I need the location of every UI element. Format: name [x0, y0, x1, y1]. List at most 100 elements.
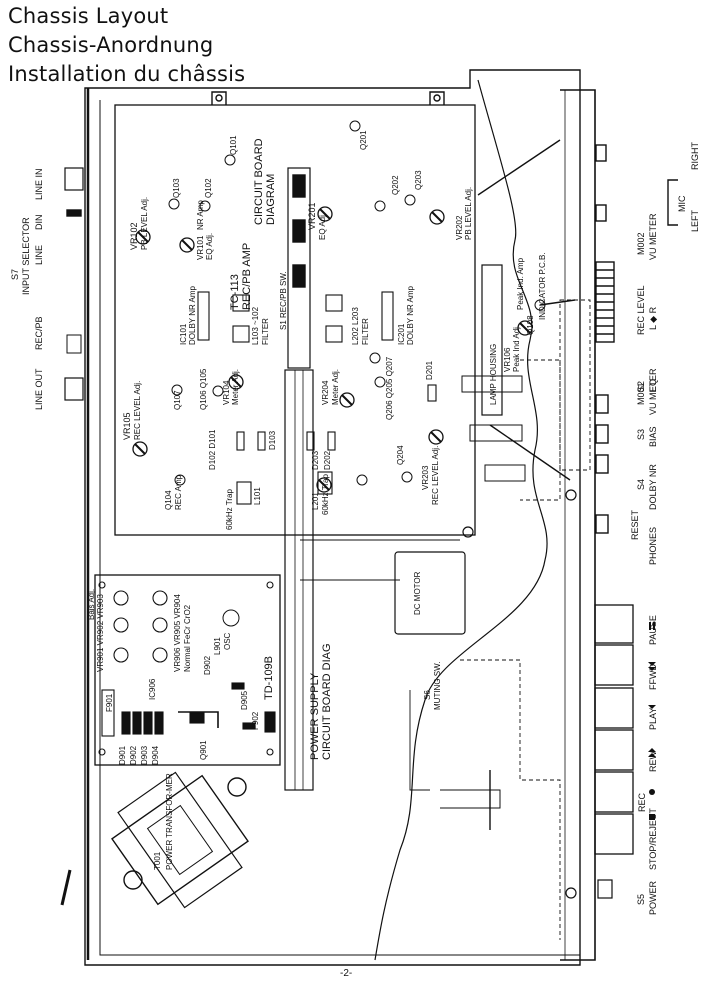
- reset-label: RESET: [630, 509, 640, 540]
- q106-label: Q106 Q105: [199, 368, 208, 410]
- d102-label: D102 D101: [208, 429, 217, 470]
- transistors: [168, 120, 546, 627]
- vr101-sub: EQ Adj.: [205, 233, 214, 260]
- s1-label: S1 REC/PB SW.: [279, 271, 288, 330]
- power-transformer: [111, 771, 249, 909]
- power-label: POWER: [648, 880, 658, 915]
- ic201-sub: DOLBY NR Amp: [406, 285, 415, 345]
- front-panel-labels: M002 VU METER MIC RIGHT LEFT REC LEVEL L…: [630, 142, 700, 916]
- vr201-sub: EQ Adj.: [318, 213, 327, 240]
- m001-sub: VU METER: [648, 368, 658, 415]
- q104-sub: REC Amp: [174, 474, 183, 510]
- vr203-sub: REC LEVEL Adj.: [431, 446, 440, 505]
- m001-label: M001: [636, 382, 646, 405]
- d905-label: D905: [240, 690, 249, 710]
- d201-label: D201: [425, 360, 434, 380]
- line-label: LINE: [34, 245, 44, 265]
- m002-label: M002: [636, 232, 646, 255]
- s5-label: S5: [636, 894, 646, 905]
- ic101-label: IC101: [179, 323, 188, 345]
- mic-label: MIC: [677, 195, 687, 212]
- power-board-label-1: TD-109B: [263, 656, 275, 700]
- vr203-label: VR203: [421, 465, 430, 490]
- rew-icon: [648, 748, 656, 752]
- trimmer-icons: [132, 206, 533, 493]
- chassis-outline: [84, 69, 581, 966]
- l202-label: L202 L203: [351, 307, 360, 345]
- button-rew[interactable]: [594, 729, 634, 771]
- l901-sub: OSC: [223, 632, 232, 650]
- vr201-label: VR201: [307, 202, 317, 230]
- s6-sub: MUTING SW.: [433, 662, 442, 710]
- l-r-label: L ◆ R: [648, 306, 658, 330]
- q204-label: Q204: [396, 445, 405, 465]
- din-label: DIN: [34, 215, 44, 231]
- lamp-housing-label: LAMP HOUSING: [489, 344, 498, 405]
- power-switch[interactable]: [597, 879, 613, 899]
- q103-label: Q103: [172, 178, 181, 198]
- q108-label: Q108: [526, 315, 535, 335]
- ic906-label: IC906: [148, 678, 157, 700]
- dc-motor-label: DC MOTOR: [413, 571, 422, 615]
- q201-label: Q201: [359, 130, 368, 150]
- indicator-pcb-label: INDICATOR P.C.B.: [538, 252, 547, 320]
- vr204-label: VR204: [321, 380, 330, 405]
- vr105-label: VR105: [122, 412, 132, 440]
- button-ffwd[interactable]: [594, 644, 634, 686]
- q206-label: Q206 Q205 Q207: [385, 356, 394, 420]
- front-panel: [560, 89, 596, 961]
- power-board-label-3: CIRCUIT BOARD DIAG: [321, 643, 333, 760]
- vr102-sub: PB LEVEL Adj.: [140, 197, 149, 250]
- vr104-sub: Meter Adj.: [231, 369, 240, 405]
- vr106-label: VR106: [503, 347, 512, 372]
- phones-label: PHONES: [648, 527, 658, 565]
- line-in-label: LINE IN: [34, 168, 44, 200]
- dc-motor: [394, 551, 466, 635]
- ic101-sub: DOLBY NR Amp: [188, 285, 197, 345]
- l201-label: L201: [311, 492, 320, 510]
- vr202-label: VR202: [455, 215, 464, 240]
- stop-icon: [649, 814, 655, 820]
- q104-label: Q104: [164, 490, 173, 510]
- ffwd-label: FFWD: [648, 664, 658, 690]
- t001-label: T001: [153, 851, 162, 870]
- vr901-sub: Bais Adj.: [87, 589, 96, 620]
- button-stop[interactable]: [594, 813, 634, 855]
- title-french: Installation du châssis: [8, 62, 246, 86]
- d103-label: D103: [268, 430, 277, 450]
- s2-label: S2: [636, 381, 646, 392]
- ic101: [197, 291, 210, 341]
- rec-pb-label: REC/PB: [34, 316, 44, 350]
- lamp-housing: [481, 264, 503, 416]
- vr901-label: VR901 VR902 VR903: [96, 594, 105, 672]
- title-block: Chassis Layout Chassis-Anordnung Install…: [8, 2, 245, 89]
- vr906-sub: Normal FeCr CrO2: [183, 604, 192, 672]
- f901-label: F901: [105, 693, 114, 712]
- t001-sub: POWER TRANSFOR-MER: [165, 773, 174, 870]
- q101-top-label: Q101: [229, 135, 238, 155]
- input-selector-label: INPUT SELECTOR: [21, 217, 31, 295]
- bias-label: BIAS: [648, 426, 658, 447]
- q102-label: Q102: [204, 178, 213, 198]
- s6-label: S6: [423, 690, 432, 700]
- rew-label: REW: [648, 750, 658, 772]
- m002-sub: VU METER: [648, 213, 658, 260]
- play-label: PLAY: [648, 708, 658, 730]
- button-pause[interactable]: [594, 604, 634, 644]
- title-english: Chassis Layout: [8, 4, 169, 28]
- vr104-label: VR104: [222, 380, 231, 405]
- right-label: RIGHT: [690, 142, 700, 171]
- left-panel-labels: LINE IN S7 INPUT SELECTOR LINE DIN REC/P…: [10, 168, 44, 410]
- pause-icon: [649, 622, 651, 630]
- vr105-sub: REC LEVEL Adj.: [133, 381, 142, 440]
- page-number: -2-: [340, 968, 353, 979]
- l103-label: L103 ~102: [251, 306, 260, 345]
- button-rec[interactable]: [594, 771, 634, 813]
- stop-label: STOP/REJECT: [648, 808, 658, 870]
- d901-label: D901: [118, 745, 127, 765]
- l103-sub: FILTER: [261, 318, 270, 345]
- d902-label: D902: [203, 655, 212, 675]
- q901-label: Q901: [199, 740, 208, 760]
- button-play[interactable]: [594, 687, 634, 729]
- peak-amp-label: Peak Ind. Amp: [516, 257, 525, 310]
